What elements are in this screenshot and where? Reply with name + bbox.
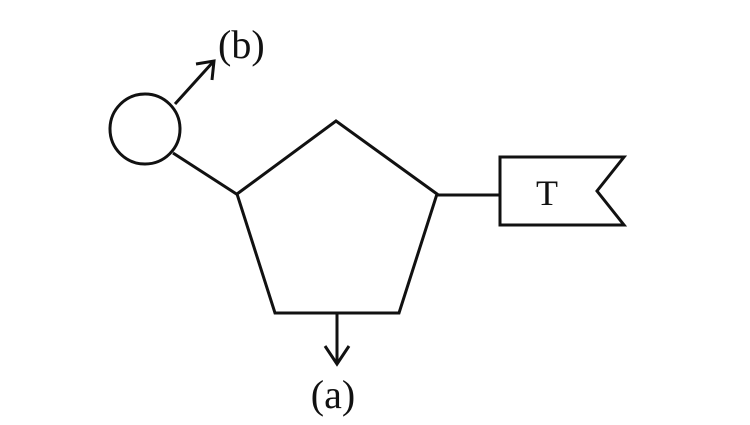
arrow-to-b: [173, 60, 215, 106]
arrowhead-b: [195, 59, 216, 81]
label-a: (a): [311, 372, 355, 417]
phosphate-sugar-bond: [172, 151, 239, 197]
base-flag: [498, 155, 628, 227]
label-b: (b): [218, 22, 265, 67]
phosphate-circle: [108, 92, 182, 166]
arrowhead-a: [323, 345, 351, 367]
sugar-pentagon: [235, 119, 439, 315]
base-label-t: T: [536, 173, 558, 213]
